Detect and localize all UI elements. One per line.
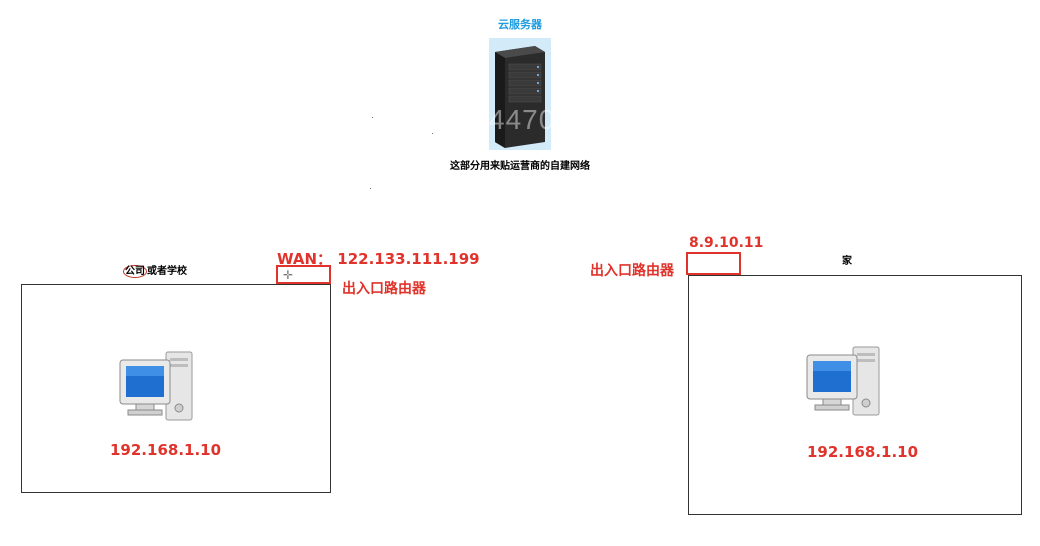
public-ip-label: 8.9.10.11	[689, 235, 764, 251]
stray-mark	[370, 188, 371, 189]
router-label-right: 出入口路由器	[590, 263, 674, 279]
right-network-title: 家	[842, 256, 852, 267]
server-watermark: 4470	[489, 104, 556, 135]
crosshair-cursor-icon: ✛	[283, 268, 294, 282]
stray-mark	[372, 117, 373, 118]
router-marker-right	[686, 252, 741, 275]
title-circled-part: 公司	[123, 265, 147, 278]
desktop-computer-icon	[805, 345, 883, 423]
right-host-ip: 192.168.1.10	[807, 443, 919, 461]
isp-network-caption: 这部分用来贴运营商的自建网络	[450, 161, 590, 172]
left-host-ip: 192.168.1.10	[110, 441, 222, 459]
router-label-left: 出入口路由器	[342, 281, 426, 297]
router-marker-left	[276, 265, 331, 284]
title-rest-part: 或者学校	[147, 266, 187, 277]
server-rack-icon: 4470	[489, 38, 554, 150]
stray-mark	[432, 133, 433, 134]
desktop-computer-icon	[118, 350, 196, 428]
cloud-server-title: 云服务器	[498, 18, 542, 31]
left-network-title: 公司或者学校	[123, 262, 187, 278]
wan-ip-label: WAN： 122.133.111.199	[277, 250, 480, 268]
